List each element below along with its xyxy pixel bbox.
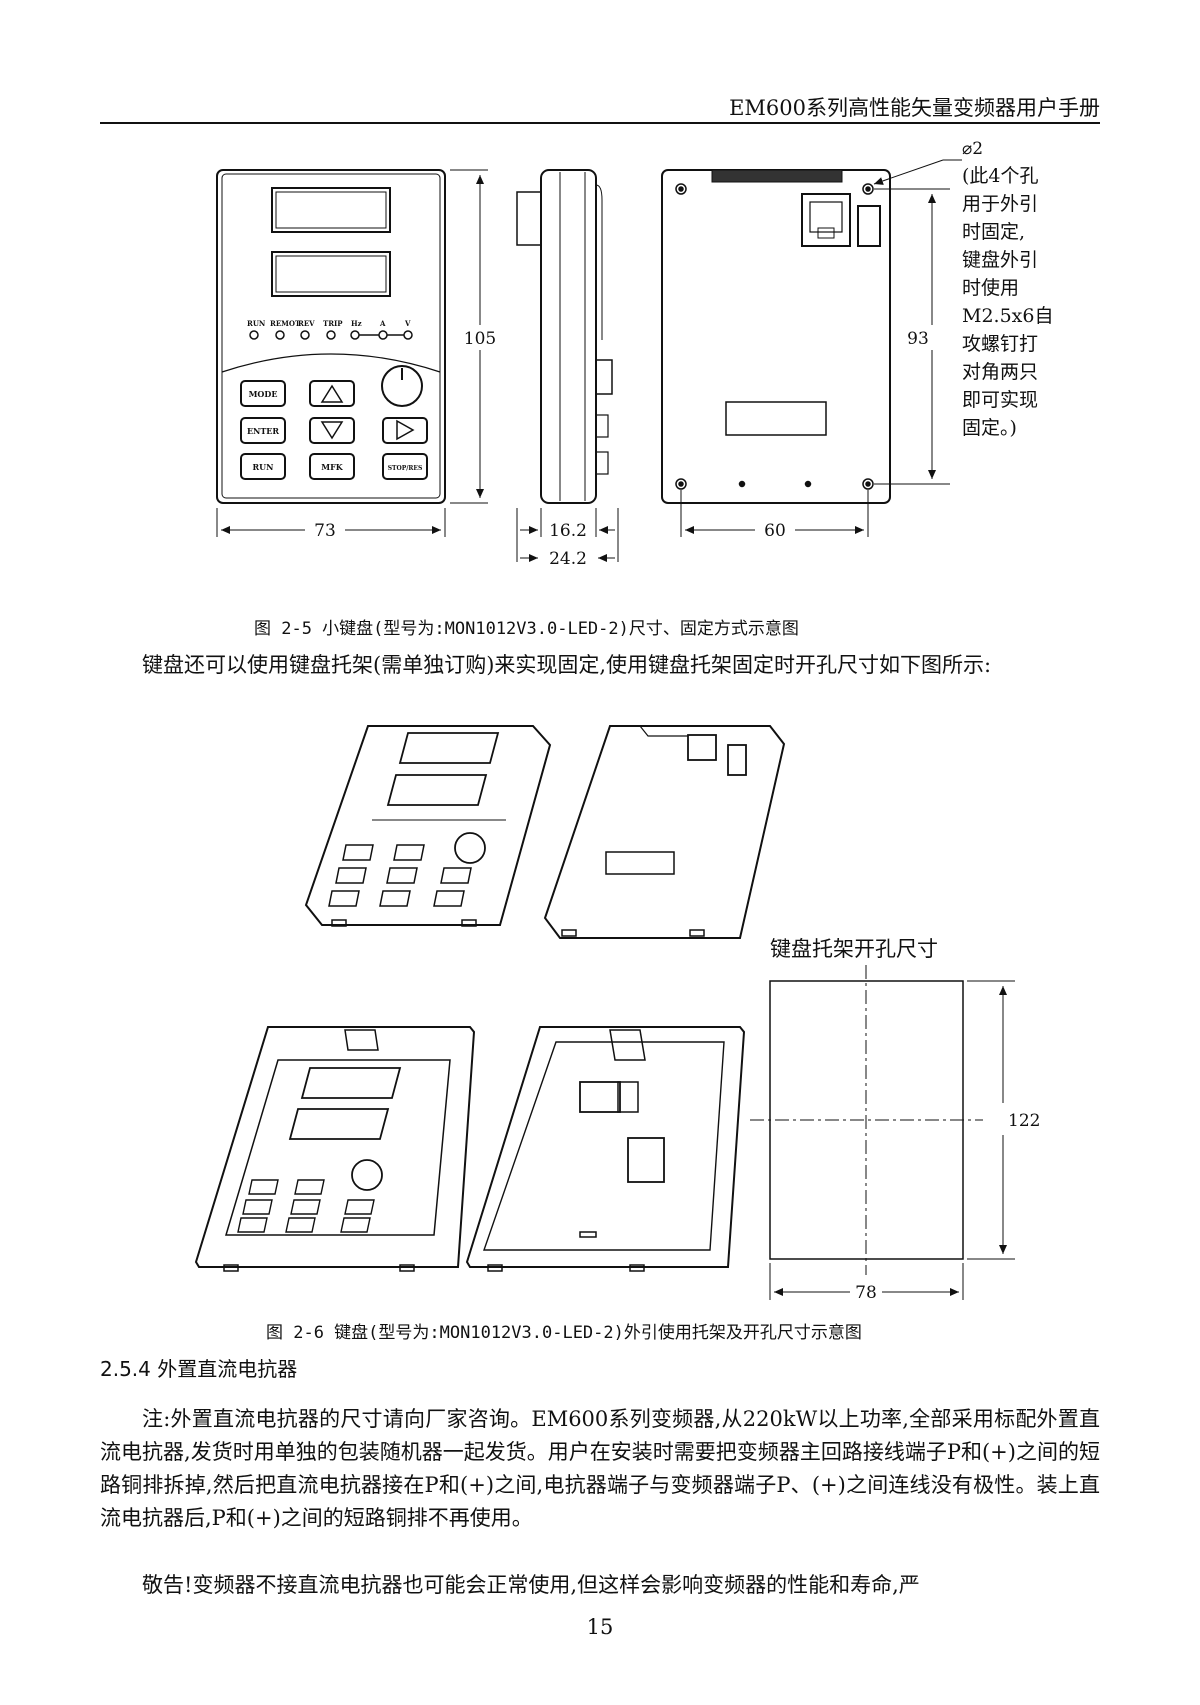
key-label-enter: ENTER	[247, 426, 279, 436]
led-label-a: A	[379, 319, 386, 328]
paragraph-dc-reactor-note: 注:外置直流电抗器的尺寸请向厂家咨询。EM600系列变频器,从220kW以上功率…	[100, 1407, 1100, 1530]
svg-text:用于外引: 用于外引	[962, 193, 1038, 215]
up-arrow-icon	[320, 384, 344, 403]
paragraph-warning: 敬告!变频器不接直流电抗器也可能会正常使用,但这样会影响变频器的性能和寿命,严	[142, 1573, 920, 1597]
page-number: 15	[586, 1615, 614, 1639]
paragraph-bracket-intro: 键盘还可以使用键盘托架(需单独订购)来实现固定,使用键盘托架固定时开孔尺寸如下图…	[142, 653, 992, 677]
iso-keypad-front	[304, 725, 552, 927]
page-header-title: EM600系列高性能矢量变频器用户手册	[729, 96, 1100, 120]
led-label-remot: REMOT	[270, 319, 301, 328]
led-label-rev: REV	[298, 319, 315, 328]
svg-text:M2.5x6自: M2.5x6自	[962, 305, 1053, 327]
led-label-trip: TRIP	[323, 319, 343, 328]
led-label-run: RUN	[247, 319, 266, 328]
svg-text:攻螺钉打: 攻螺钉打	[962, 333, 1038, 355]
led-label-v: V	[404, 319, 411, 328]
svg-text:时使用: 时使用	[962, 277, 1019, 299]
down-arrow-icon	[320, 421, 344, 440]
led-indicator-row	[249, 330, 413, 340]
dim-cutout-78: 78	[855, 1283, 877, 1303]
hole-diameter-label: ⌀2	[962, 139, 983, 159]
keypad-buttons	[240, 365, 428, 480]
dim-hole-93: 93	[907, 329, 929, 349]
figure-2-5-caption: 图 2-5 小键盘(型号为:MON1012V3.0-LED-2)尺寸、固定方式示…	[254, 619, 799, 639]
key-label-stop: STOP/RES	[388, 465, 423, 472]
empty-bracket	[465, 1026, 746, 1272]
dim-cutout-122: 122	[1008, 1111, 1040, 1131]
keypad-back-view: ⌀2 93 60	[661, 139, 983, 541]
header-rule	[100, 122, 1100, 124]
cutout-dimension-drawing: 122 78	[750, 965, 1040, 1303]
svg-text:固定。): 固定。)	[962, 417, 1017, 439]
mounting-note: (此4个孔 用于外引 时固定, 键盘外引 时使用 M2.5x6自 攻螺钉打 对角…	[962, 165, 1053, 439]
dim-depth-16-2: 16.2	[549, 521, 587, 541]
keypad-side-view: 16.2 24.2	[516, 169, 619, 569]
svg-text:时固定,: 时固定,	[962, 221, 1025, 243]
key-label-mfk: MFK	[321, 462, 344, 472]
key-label-mode: MODE	[249, 389, 278, 399]
svg-text:对角两只: 对角两只	[962, 361, 1038, 383]
svg-text:键盘外引: 键盘外引	[962, 249, 1038, 271]
mounting-holes	[675, 183, 874, 490]
dim-height-105: 105	[464, 329, 496, 349]
dim-hole-60: 60	[764, 521, 786, 541]
keypad-front-view: RUN REMOT REV TRIP Hz A V MODE ENTER	[216, 169, 496, 541]
led-label-hz: Hz	[351, 319, 362, 328]
dim-depth-24-2: 24.2	[549, 549, 587, 569]
section-heading: 2.5.4 外置直流电抗器	[100, 1357, 298, 1381]
key-label-run: RUN	[253, 462, 274, 472]
dim-width-73: 73	[314, 521, 336, 541]
knob-icon	[381, 365, 423, 407]
cutout-title: 键盘托架开孔尺寸	[770, 937, 938, 961]
iso-keypad-back	[543, 725, 786, 939]
figure-2-6-caption: 图 2-6 键盘(型号为:MON1012V3.0-LED-2)外引使用托架及开孔…	[266, 1323, 862, 1343]
keypad-in-bracket	[194, 1026, 476, 1272]
right-arrow-icon	[396, 419, 415, 441]
svg-text:即可实现: 即可实现	[962, 389, 1038, 411]
svg-text:(此4个孔: (此4个孔	[962, 165, 1039, 187]
